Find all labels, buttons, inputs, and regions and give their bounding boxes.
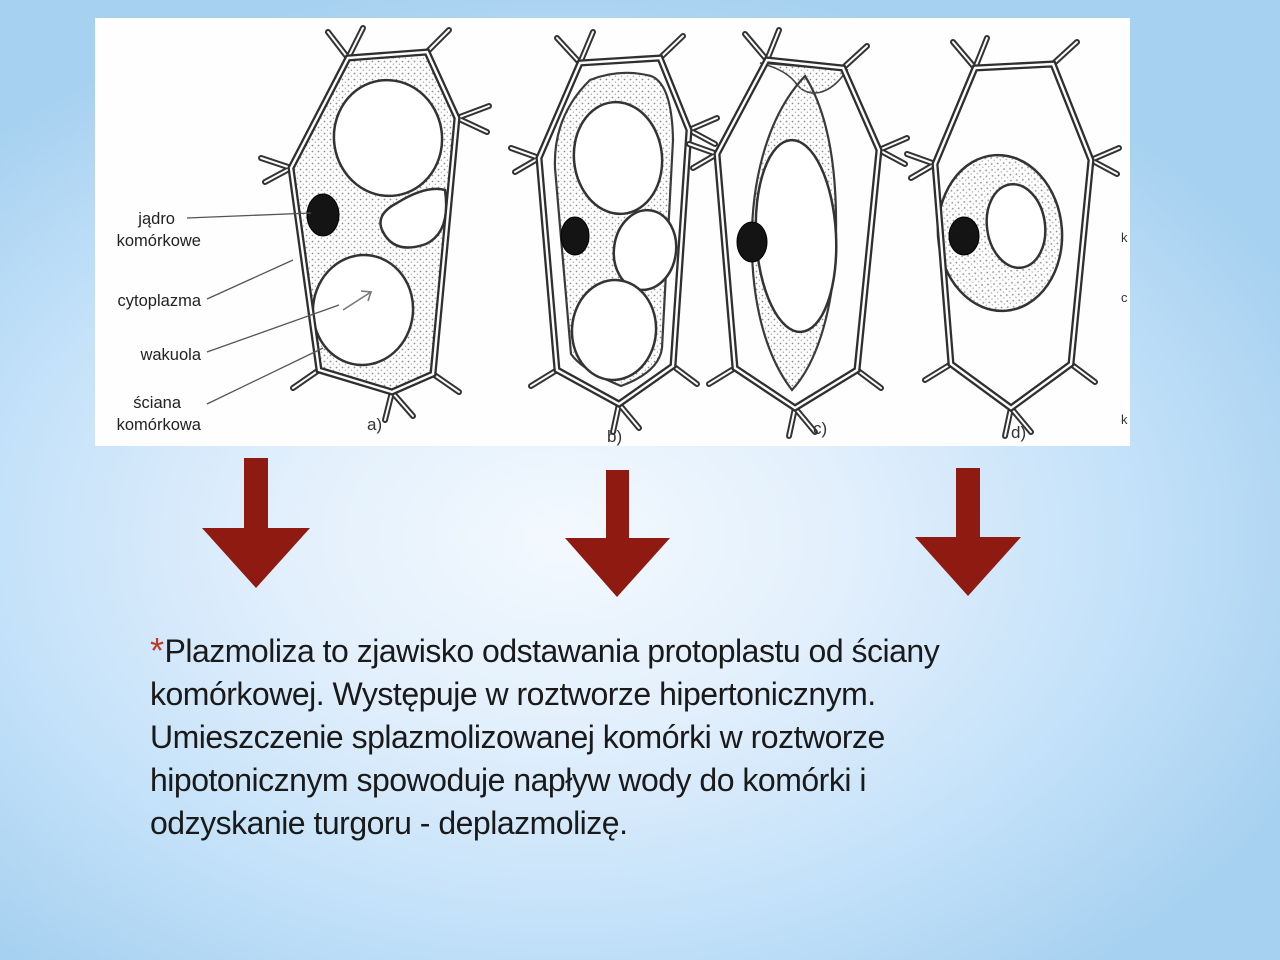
definition-text-block: *Plazmoliza to zjawisko odstawania proto… xyxy=(150,628,940,845)
caption-cell-d: d) xyxy=(1011,423,1026,442)
definition-line-1-text: Plazmoliza to zjawisko odstawania protop… xyxy=(164,633,940,669)
leader-lines xyxy=(186,212,340,405)
definition-line-5: odzyskanie turgoru - deplazmolizę. xyxy=(150,805,628,841)
nucleus-d xyxy=(948,216,980,256)
cell-c-diagram xyxy=(686,27,910,439)
definition-line-4: hipotonicznym spowoduje napływ wody do k… xyxy=(150,762,866,798)
label-cytoplazma: cytoplazma xyxy=(118,292,202,310)
caption-cell-a: a) xyxy=(367,415,382,434)
down-arrow-2 xyxy=(565,470,670,602)
vacuole-b-bottom xyxy=(570,278,658,382)
edge-fragment-1: k xyxy=(1121,230,1128,245)
asterisk-bullet: * xyxy=(150,630,164,671)
edge-fragment-3: k xyxy=(1121,412,1128,427)
plasmolysis-figure-panel: jądro komórkowe cytoplazma wakuola ścian… xyxy=(95,18,1130,446)
cell-b-diagram xyxy=(508,29,720,435)
vacuole-a-middle xyxy=(379,187,448,249)
nucleus-a xyxy=(306,193,340,237)
label-jadro-line2: komórkowe xyxy=(117,232,201,250)
label-sciana-line1: ściana xyxy=(133,394,182,412)
down-arrow-1 xyxy=(202,458,310,593)
caption-cell-c: c) xyxy=(813,419,827,438)
label-sciana-line2: komórkowa xyxy=(117,416,202,434)
vacuole-a-top xyxy=(332,78,444,198)
definition-line-1: *Plazmoliza to zjawisko odstawania proto… xyxy=(150,628,940,673)
nucleus-c xyxy=(736,221,768,263)
vacuole-pointer-arrow xyxy=(342,290,373,311)
caption-cell-b: b) xyxy=(607,427,622,446)
nucleus-b xyxy=(560,216,590,256)
definition-line-3: Umieszczenie splazmolizowanej komórki w … xyxy=(150,719,885,755)
cell-a-diagram xyxy=(258,25,492,423)
down-arrow-3 xyxy=(915,468,1021,601)
definition-line-2: komórkowej. Występuje w roztworze hipert… xyxy=(150,676,876,712)
cell-d-diagram xyxy=(904,35,1122,439)
label-jadro-line1: jądro xyxy=(137,210,175,228)
label-wakuola: wakuola xyxy=(139,346,201,364)
plasmolysis-stages-diagram: jądro komórkowe cytoplazma wakuola ścian… xyxy=(117,25,1128,446)
vacuole-d xyxy=(985,182,1047,270)
vacuole-b-top xyxy=(572,100,664,216)
edge-fragment-2: c xyxy=(1121,290,1128,305)
